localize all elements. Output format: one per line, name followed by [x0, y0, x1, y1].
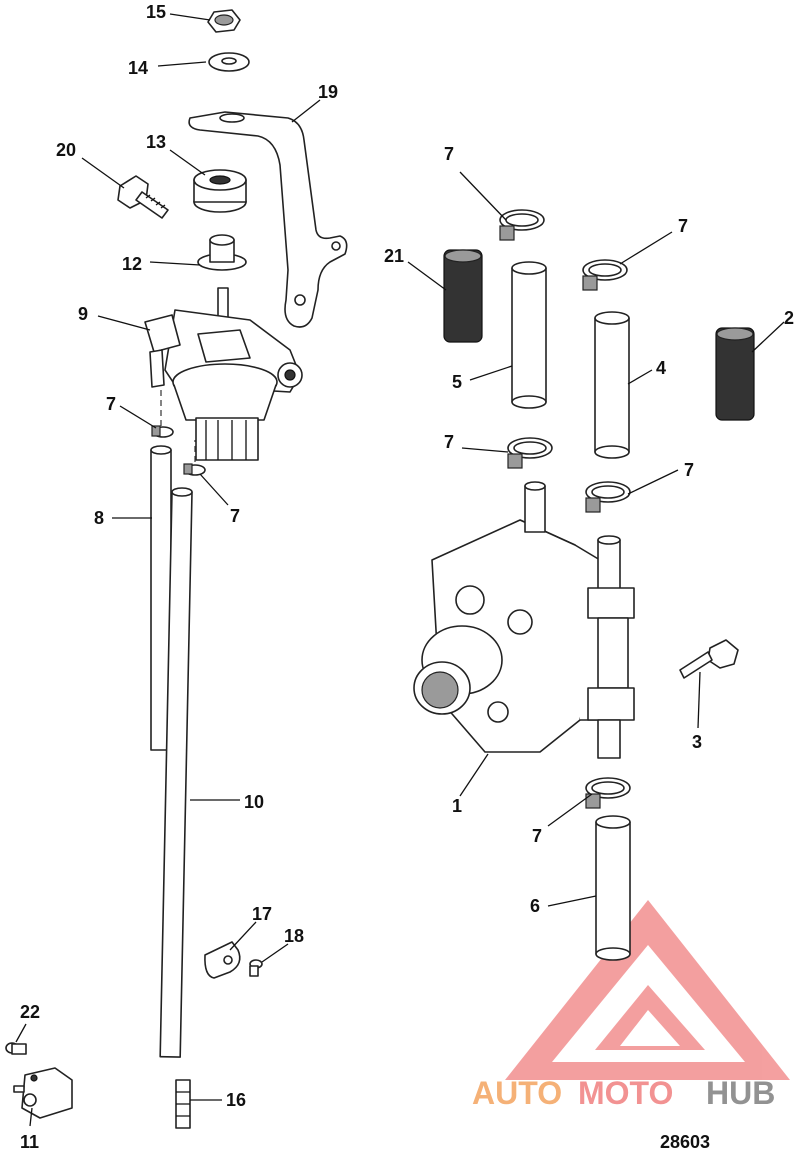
hose-part-6 — [595, 815, 631, 961]
callout-18: 18 — [284, 926, 304, 946]
hose-part-5 — [511, 261, 547, 409]
callout-13: 13 — [146, 132, 166, 152]
washer-part — [208, 52, 250, 72]
callout-19: 19 — [318, 82, 338, 102]
callout-2: 2 — [784, 308, 794, 328]
hose-10-end — [171, 487, 193, 497]
watermark-logo — [505, 900, 790, 1080]
callout-leaders — [15, 13, 785, 1127]
hose-8-end — [150, 445, 172, 455]
screw-part-22 — [5, 1042, 27, 1055]
clip-part — [204, 941, 241, 979]
callout-8: 8 — [94, 508, 104, 528]
screw-part-18 — [249, 959, 263, 977]
hose-clamp-7f — [585, 481, 631, 513]
callout-16: 16 — [226, 1090, 246, 1110]
hose-part-4 — [594, 311, 630, 459]
callout-labels: 15 14 19 20 13 12 9 7 7 8 10 17 18 22 11… — [20, 2, 794, 1152]
bolt-part-20 — [117, 175, 169, 219]
hose-clamp-7g — [585, 777, 631, 809]
callout-20: 20 — [56, 140, 76, 160]
spring-part-2 — [715, 327, 755, 421]
callout-5: 5 — [452, 372, 462, 392]
callout-15: 15 — [146, 2, 166, 22]
callout-17: 17 — [252, 904, 272, 924]
hose-clamp-7c — [499, 209, 545, 241]
callout-1: 1 — [452, 796, 462, 816]
watermark-moto: MOTO — [578, 1075, 673, 1111]
callout-6: 6 — [530, 896, 540, 916]
grommet-part — [193, 169, 247, 213]
hose-clamp-7e — [507, 437, 553, 469]
nut-part — [207, 9, 241, 33]
bushing-part — [197, 234, 247, 271]
callout-7c: 7 — [444, 144, 454, 164]
bolt-part-3 — [679, 639, 739, 679]
bracket-part — [188, 111, 348, 328]
watermark-text: AUTO MOTO HUB — [472, 1075, 775, 1111]
figure-number: 28603 — [660, 1132, 710, 1152]
fitting-part — [175, 1079, 191, 1129]
hose-clamp-7b — [183, 463, 206, 476]
callout-9: 9 — [78, 304, 88, 324]
callout-14: 14 — [128, 58, 148, 78]
callout-21: 21 — [384, 246, 404, 266]
callout-7e: 7 — [444, 432, 454, 452]
spring-part-21 — [443, 249, 483, 343]
fuel-filter-part — [144, 287, 303, 461]
callout-7b: 7 — [230, 506, 240, 526]
callout-22: 22 — [20, 1002, 40, 1022]
callout-12: 12 — [122, 254, 142, 274]
watermark-auto: AUTO — [472, 1075, 562, 1111]
callout-3: 3 — [692, 732, 702, 752]
callout-7a: 7 — [106, 394, 116, 414]
callout-7f: 7 — [684, 460, 694, 480]
hose-clamp-7d — [582, 259, 628, 291]
callout-4: 4 — [656, 358, 666, 378]
callout-10: 10 — [244, 792, 264, 812]
callout-11: 11 — [20, 1132, 39, 1152]
valve-part — [13, 1067, 73, 1119]
hose-clamp-7a — [151, 425, 174, 438]
callout-7g: 7 — [532, 826, 542, 846]
assembly-guide — [160, 390, 196, 462]
callout-7d: 7 — [678, 216, 688, 236]
fuel-pump-part — [413, 481, 635, 759]
watermark-hub: HUB — [706, 1075, 775, 1111]
